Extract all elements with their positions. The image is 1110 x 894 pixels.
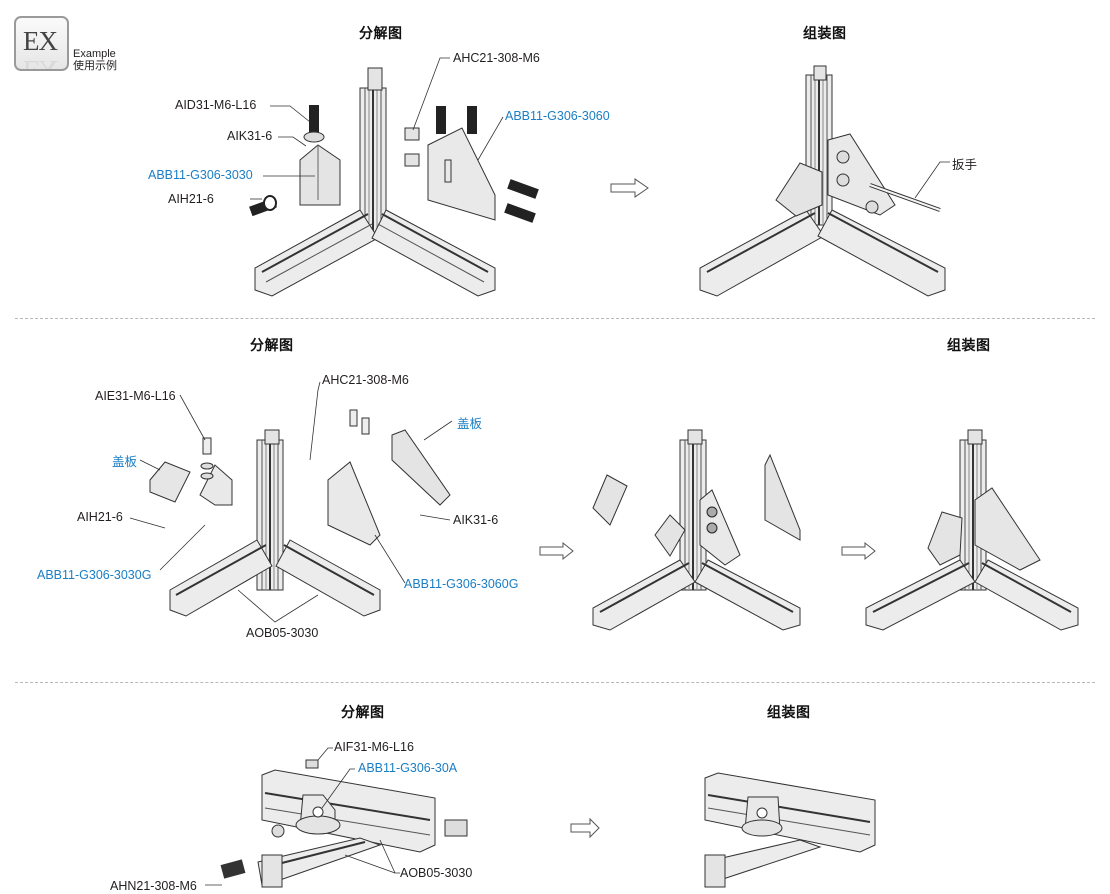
part-label: 盖板 — [457, 417, 483, 431]
section2-exploded-drawing — [129, 381, 453, 623]
part-label: ABB11-G306-30A — [358, 761, 458, 775]
section3-exploded-title: 分解图 — [341, 705, 385, 721]
part-label: 扳手 — [952, 158, 978, 172]
arrow-right-icon — [539, 541, 574, 561]
section3-assembled-drawing — [704, 772, 876, 888]
part-label: AIH21-6 — [168, 192, 214, 206]
part-label: ABB11-G306-3060 — [505, 109, 610, 123]
badge-caption: Example 使用示例 — [73, 48, 117, 72]
part-label: AID31-M6-L16 — [175, 98, 257, 112]
part-label: AHN21-308-M6 — [110, 879, 197, 893]
arrow-right-icon — [610, 178, 649, 198]
part-label: AOB05-3030 — [400, 866, 473, 880]
part-label: AIF31-M6-L16 — [334, 740, 414, 754]
part-label: 盖板 — [112, 455, 138, 469]
section2-assembled-title: 组装图 — [947, 338, 991, 354]
section1-exploded-title: 分解图 — [359, 26, 403, 42]
part-label: AIK31-6 — [227, 129, 273, 143]
section3-assembled-title: 组装图 — [767, 705, 811, 721]
badge-caption-cn: 使用示例 — [73, 60, 117, 72]
part-label: AHC21-308-M6 — [453, 51, 540, 65]
arrow-right-icon — [570, 817, 600, 839]
part-label: ABB11-G306-3030 — [148, 168, 253, 182]
section2-intermediate-drawing — [592, 429, 801, 631]
badge-caption-en: Example — [73, 48, 116, 60]
section3-exploded-drawing — [205, 747, 468, 888]
section1-assembled-title: 组装图 — [803, 26, 847, 42]
arrow-right-icon — [841, 541, 876, 561]
part-label: AIH21-6 — [77, 510, 123, 524]
section2-exploded-title: 分解图 — [250, 338, 294, 354]
part-label: AIE31-M6-L16 — [95, 389, 176, 403]
section1-exploded-drawing — [249, 57, 539, 297]
section-divider — [15, 318, 1095, 319]
section1-assembled-drawing — [699, 65, 950, 297]
example-badge: EX EX — [14, 16, 69, 71]
part-label: ABB11-G306-3030G — [37, 568, 152, 582]
part-label: AHC21-308-M6 — [322, 373, 409, 387]
section-divider — [15, 682, 1095, 683]
part-label: ABB11-G306-3060G — [404, 577, 519, 591]
section2-assembled-drawing — [865, 429, 1079, 631]
badge-code: EX — [23, 26, 58, 56]
part-label: AIK31-6 — [453, 513, 499, 527]
part-label: AOB05-3030 — [246, 626, 319, 640]
